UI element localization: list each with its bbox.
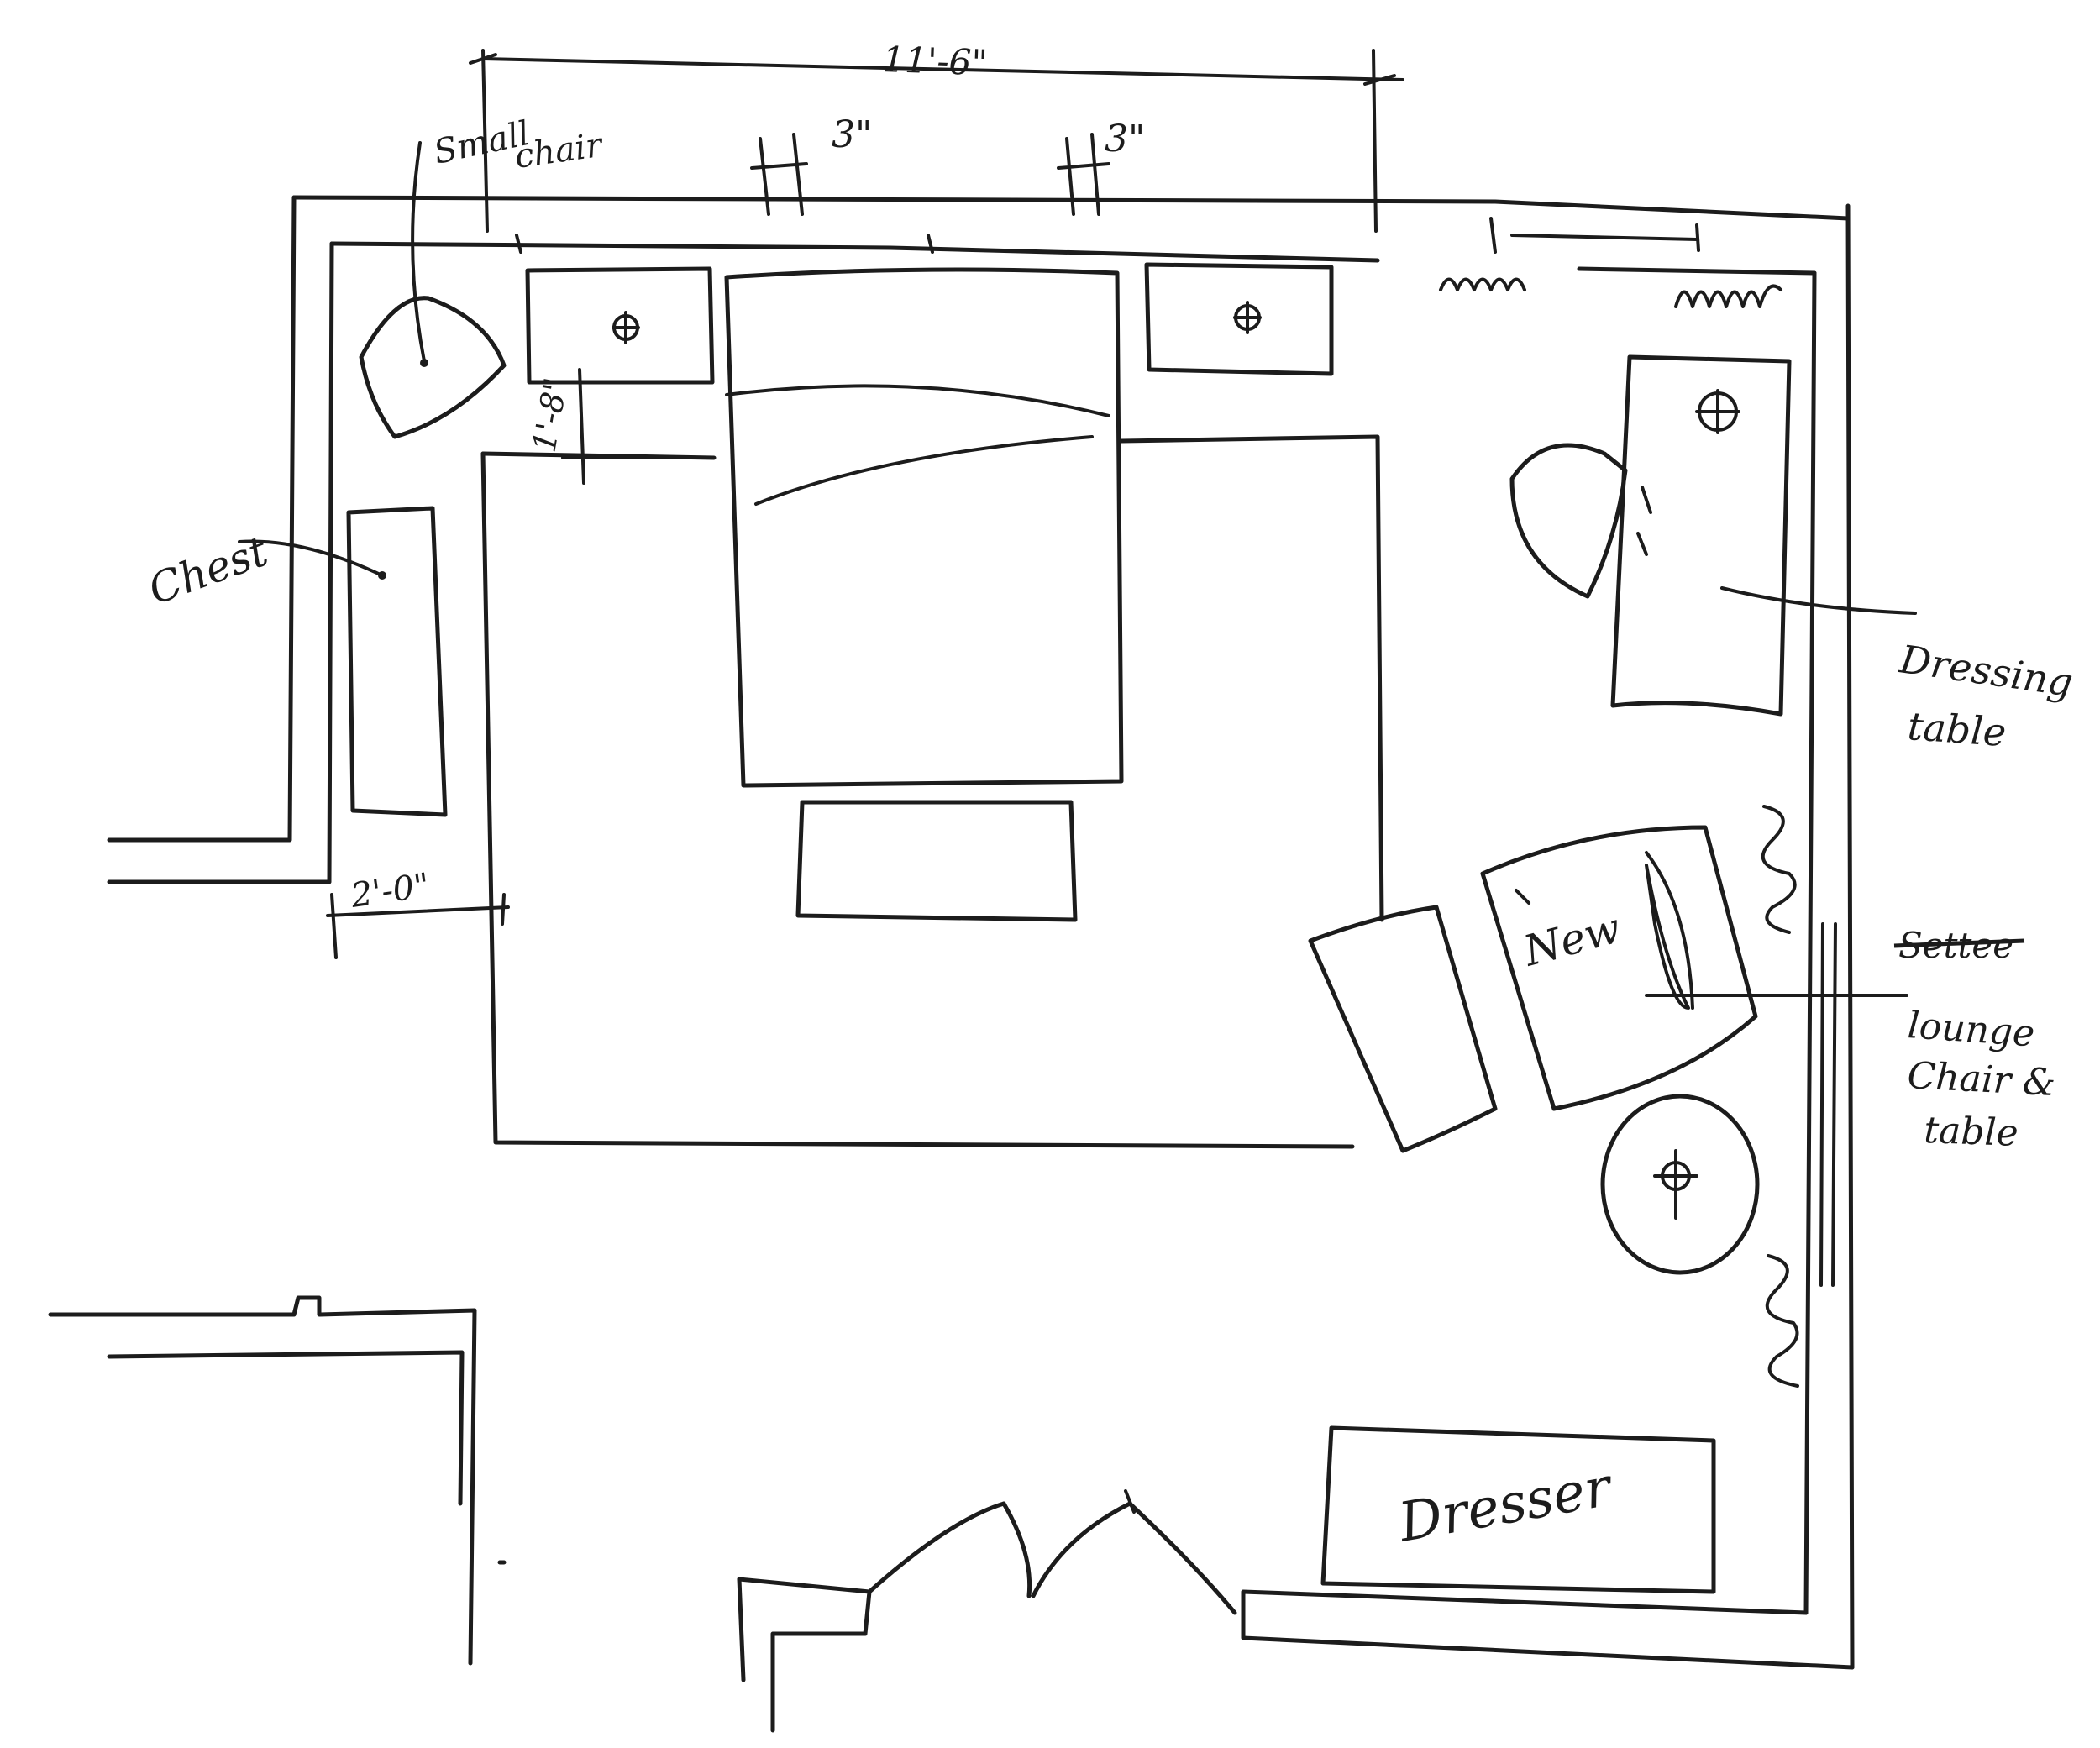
dimension-overall-width: 11'-6" [882, 39, 989, 83]
double-doors [867, 1489, 1237, 1615]
label-new: New [1518, 904, 1625, 976]
label-dressing-table-2: table [1906, 703, 2008, 755]
text-labels: 11'-6" 3" 3" 1'-8" 2'-0" Small chair Che… [142, 39, 2076, 1555]
curtains [1439, 277, 1799, 1388]
small-chair [359, 141, 507, 439]
lounge-chair [1480, 825, 1758, 1111]
label-lounge-chair-2: Chair & [1906, 1054, 2056, 1105]
nightstand-right [1144, 262, 1334, 376]
chest [238, 506, 448, 817]
side-table-ottoman [1308, 905, 1498, 1153]
dimension-chest-clearance: 2'-0" [348, 866, 432, 916]
label-lounge-chair-1: lounge [1906, 1004, 2036, 1055]
label-dresser: Dresser [1394, 1456, 1618, 1555]
bench [795, 800, 1078, 922]
dimension-gap-left: 3" [832, 113, 872, 156]
label-chest: Chest [142, 527, 275, 615]
nightstand-left [525, 266, 715, 385]
dressing-table [1509, 354, 1917, 717]
dresser [1320, 1425, 1716, 1594]
dimension-nightstand-depth: 1'-8" [526, 375, 575, 454]
area-rug [480, 434, 1384, 1149]
label-dressing-table-1: Dressing [1896, 636, 2076, 705]
round-side-table [1600, 1094, 1760, 1275]
dimension-gap-right: 3" [1105, 118, 1145, 160]
strikethrough [1893, 938, 2025, 948]
label-lounge-chair-3: table [1924, 1109, 2019, 1155]
bed [724, 267, 1124, 788]
dimension-lines [326, 49, 1700, 959]
